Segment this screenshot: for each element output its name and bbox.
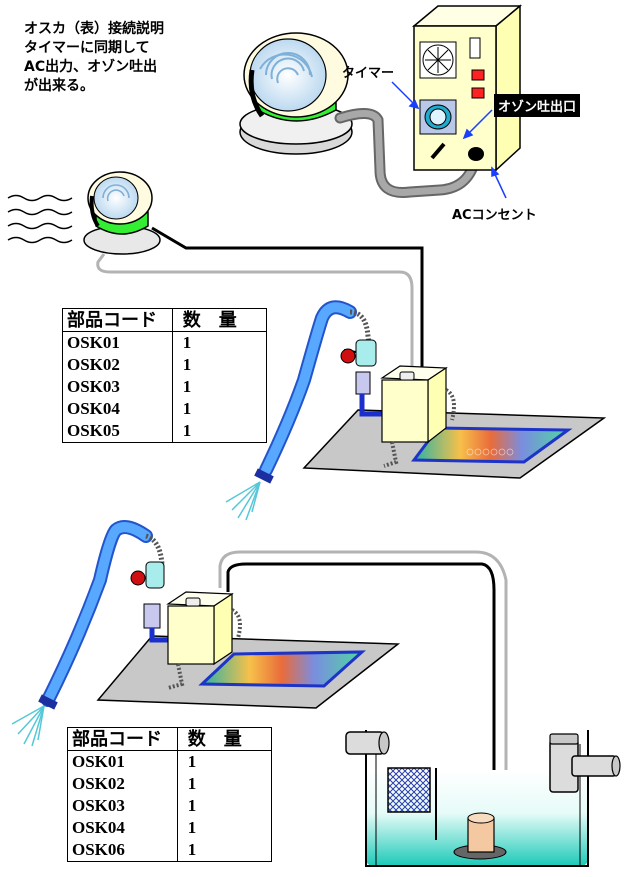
table-row: OSK01 1	[67, 750, 272, 773]
part-qty: 1	[187, 774, 197, 793]
table-row: OSK03 1	[67, 795, 272, 817]
table-row: OSK04 1	[67, 817, 272, 839]
large-fan	[239, 32, 353, 155]
description-line: タイマーに同期して	[24, 40, 150, 56]
part-qty: 1	[187, 840, 197, 859]
ozone-box-lower	[166, 591, 242, 690]
ozone-box-upper	[380, 365, 456, 468]
parts-table-lower: 部品コード 数 量 OSK01 1 OSK02 1 OSK03 1 OSK04 …	[67, 727, 272, 862]
timer-controller	[411, 4, 523, 172]
part-qty: 1	[182, 377, 192, 396]
table-header: 部品コード 数 量	[67, 727, 272, 751]
part-code: OSK02	[62, 354, 173, 376]
description-note: オスカ（表）接続説明 タイマーに同期して AC出力、オゾン吐出 が出来る。	[24, 20, 214, 96]
part-code: OSK05	[62, 420, 173, 443]
part-code: OSK03	[62, 376, 173, 398]
part-code: OSK02	[67, 773, 178, 795]
header-code: 部品コード	[67, 727, 178, 751]
table-row: OSK02 1	[67, 773, 272, 795]
part-qty: 1	[187, 796, 197, 815]
table-row: OSK01 1	[62, 331, 267, 354]
part-qty: 1	[182, 355, 192, 374]
header-qty: 数 量	[177, 727, 272, 751]
ozone-outlet-label: オゾン吐出口	[494, 94, 581, 117]
air-tube-upper	[96, 253, 414, 378]
part-qty: 1	[187, 818, 197, 837]
spray-upper	[225, 481, 261, 521]
part-qty: 1	[182, 421, 192, 440]
description-line: オスカ（表）接続説明	[24, 21, 164, 37]
lower-mat	[96, 635, 401, 709]
part-code: OSK04	[67, 817, 178, 839]
wind-lines	[7, 194, 73, 244]
header-code: 部品コード	[62, 308, 173, 332]
parts-table-upper: 部品コード 数 量 OSK01 1 OSK02 1 OSK03 1 OSK04 …	[62, 308, 267, 443]
power-cord-upper	[151, 226, 424, 372]
part-code: OSK04	[62, 398, 173, 420]
water-tank	[345, 730, 621, 867]
part-qty: 1	[182, 333, 192, 352]
table-row: OSK06 1	[67, 839, 272, 862]
part-code: OSK03	[67, 795, 178, 817]
submersible-pump	[453, 812, 507, 860]
spray-lower	[11, 705, 45, 747]
part-code: OSK01	[67, 750, 178, 773]
table-header: 部品コード 数 量	[62, 308, 267, 332]
part-code: OSK01	[62, 331, 173, 354]
description-line: AC出力、オゾン吐出	[24, 59, 158, 75]
air-tube-lower	[218, 550, 508, 832]
part-code: OSK06	[67, 839, 178, 862]
spiral-hose-upper	[349, 309, 373, 353]
valve-lower	[130, 561, 170, 643]
valve-upper	[340, 339, 390, 417]
part-qty: 1	[187, 752, 197, 771]
part-qty: 1	[182, 399, 192, 418]
table-row: OSK04 1	[62, 398, 267, 420]
upper-mat	[302, 409, 607, 479]
table-row: OSK05 1	[62, 420, 267, 443]
label-arrows	[391, 81, 507, 199]
header-qty: 数 量	[172, 308, 267, 332]
table-row: OSK02 1	[62, 354, 267, 376]
power-cord-lower	[226, 562, 496, 820]
description-line: が出来る。	[24, 78, 94, 94]
timer-label: タイマー	[342, 66, 395, 81]
ac-outlet-label: ACコンセント	[452, 208, 537, 223]
small-fan	[83, 171, 161, 255]
table-row: OSK03 1	[62, 376, 267, 398]
